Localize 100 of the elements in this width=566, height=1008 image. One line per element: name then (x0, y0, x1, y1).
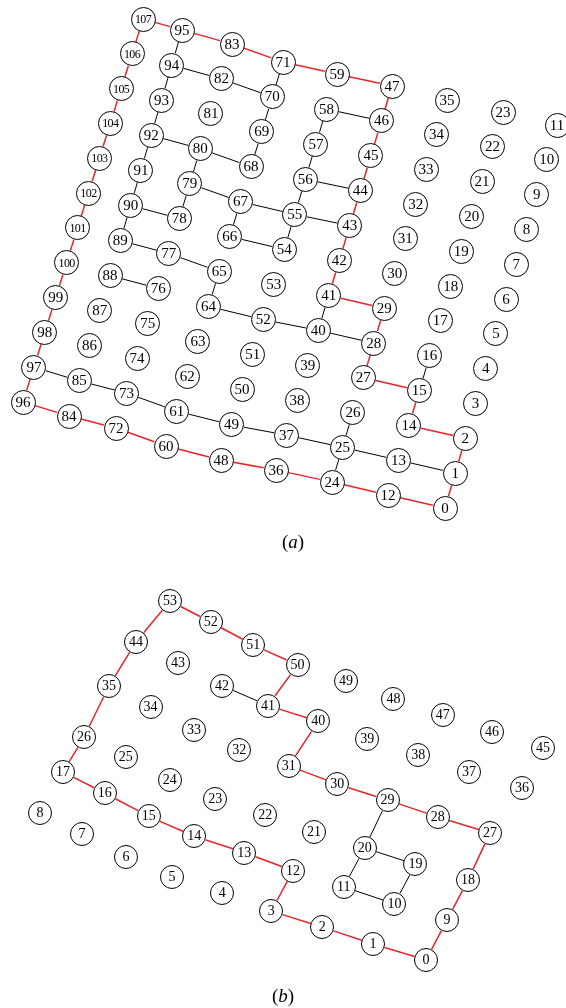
connector-line (124, 65, 130, 78)
vertex-circle: 67 (227, 189, 253, 215)
connector-line (448, 819, 480, 831)
connector-line (354, 890, 384, 901)
vertex-circle: 52 (250, 307, 276, 333)
vertex-circle: 46 (479, 719, 504, 744)
connector-line (363, 167, 369, 180)
vertex-circle: 76 (145, 275, 171, 301)
connector-line (319, 120, 324, 133)
connector-line (254, 143, 259, 156)
vertex-circle: 41 (316, 282, 342, 308)
vertex-circle: 6 (114, 844, 139, 869)
connector-line (375, 851, 405, 862)
connector-line (348, 75, 381, 85)
connector-line (347, 786, 377, 798)
vertex-circle: 15 (136, 804, 161, 829)
vertex-circle: 12 (281, 858, 305, 883)
connector-line (254, 855, 283, 868)
vertex-circle: 48 (381, 687, 406, 712)
connector-line (411, 401, 417, 415)
vertex-circle: 36 (263, 457, 289, 483)
vertex-circle: 83 (219, 31, 245, 57)
vertex-circle: 6 (493, 286, 519, 312)
vertex-circle: 13 (385, 447, 411, 473)
vertex-circle: 92 (138, 122, 164, 148)
vertex-circle: 65 (206, 258, 232, 284)
connector-line (45, 370, 68, 378)
vertex-circle: 23 (490, 99, 516, 125)
vertex-circle: 85 (66, 368, 92, 394)
vertex-circle: 55 (282, 201, 308, 227)
connector-line (121, 278, 147, 286)
vertex-circle: 39 (355, 727, 380, 752)
connector-line (182, 195, 187, 208)
vertex-circle: 35 (434, 87, 460, 113)
connector-line (131, 243, 158, 251)
connector-line (80, 418, 105, 426)
connector-line (232, 213, 238, 226)
vertex-circle: 89 (107, 228, 133, 254)
vertex-circle: 21 (302, 820, 326, 845)
connector-line (297, 190, 303, 203)
vertex-circle: 47 (430, 703, 455, 728)
connector-line (294, 730, 313, 757)
connector-line (180, 257, 208, 268)
vertex-circle: 46 (368, 108, 394, 134)
vertex-circle: 41 (256, 693, 280, 718)
connector-line (68, 746, 79, 763)
vertex-circle: 30 (382, 261, 408, 287)
connector-line (451, 889, 464, 911)
panel-caption: (a) (281, 531, 305, 553)
connector-line (177, 448, 210, 458)
connector-line (399, 874, 411, 894)
connector-line (193, 32, 221, 42)
vertex-circle: 9 (435, 908, 459, 932)
vertex-circle: 22 (253, 802, 278, 827)
vertex-circle: 57 (303, 131, 329, 157)
vertex-circle: 59 (324, 61, 350, 87)
connector-line (329, 332, 363, 341)
vertex-circle: 5 (160, 864, 184, 889)
connector-line (399, 497, 434, 506)
connector-line (137, 396, 166, 408)
connector-line (174, 41, 179, 54)
vertex-circle: 2 (452, 425, 478, 451)
vertex-circle: 28 (361, 330, 387, 356)
vertex-circle: 49 (219, 412, 245, 438)
vertex-circle: 0 (432, 495, 458, 521)
connector-line (263, 649, 288, 661)
connector-line (457, 449, 463, 462)
vertex-circle: 101 (65, 215, 91, 241)
vertex-circle: 96 (10, 389, 36, 415)
vertex-circle: 95 (169, 17, 195, 43)
vertex-circle: 9 (524, 182, 550, 208)
connector-line (158, 820, 185, 833)
connector-line (287, 225, 292, 238)
connector-line (335, 458, 340, 471)
vertex-circle: 43 (166, 650, 191, 675)
connector-line (398, 803, 428, 814)
vertex-circle: 90 (118, 192, 144, 218)
vertex-circle: 42 (326, 248, 352, 274)
vertex-circle: 27 (478, 821, 502, 845)
vertex-circle: 26 (340, 400, 366, 426)
connector-line (154, 111, 159, 124)
vertex-circle: 106 (119, 41, 145, 67)
vertex-circle: 13 (232, 840, 257, 865)
connector-line (114, 798, 139, 812)
vertex-circle: 16 (417, 343, 443, 369)
vertex-circle: 38 (406, 743, 431, 768)
connector-line (154, 21, 171, 28)
connector-line (135, 30, 140, 43)
vertex-circle: 33 (413, 156, 439, 182)
connector-line (34, 404, 58, 414)
connector-line (354, 449, 387, 458)
vertex-circle: 66 (217, 224, 243, 250)
vertex-circle: 26 (72, 725, 96, 749)
connector-line (274, 321, 307, 329)
vertex-circle: 19 (403, 852, 428, 877)
vertex-circle: 32 (227, 737, 252, 762)
connector-line (72, 776, 95, 789)
connector-line (179, 605, 201, 618)
vertex-circle: 37 (274, 422, 300, 448)
vertex-circle: 86 (77, 333, 103, 359)
